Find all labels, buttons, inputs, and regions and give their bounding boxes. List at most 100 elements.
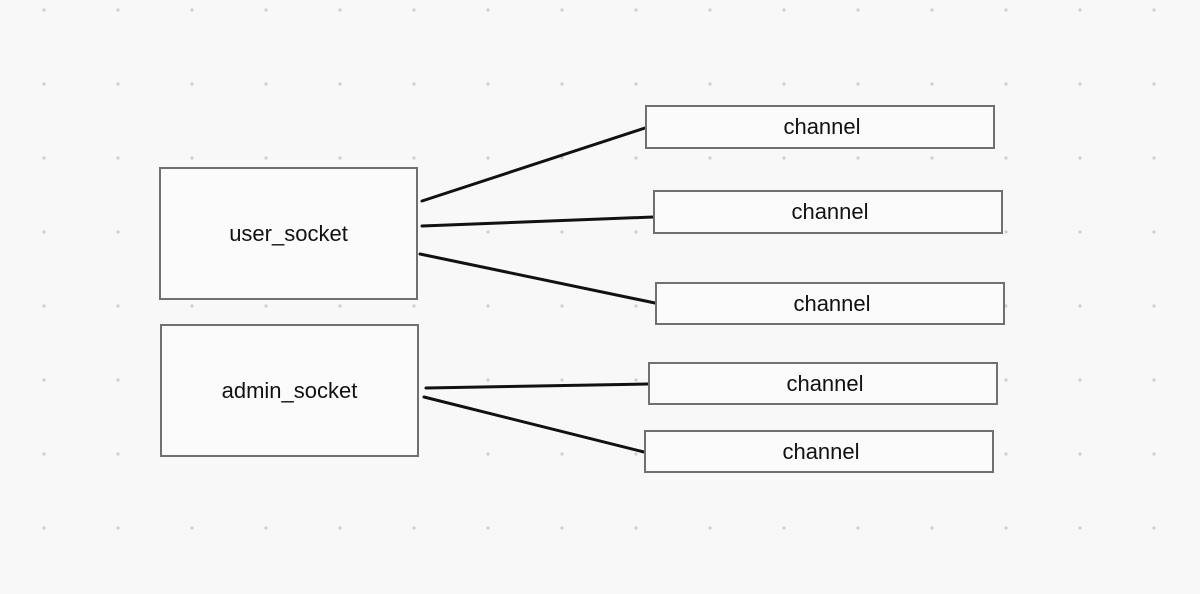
grid-dot xyxy=(116,8,120,12)
grid-dot xyxy=(116,526,120,530)
grid-dot xyxy=(1152,526,1156,530)
grid-dot xyxy=(1078,8,1082,12)
grid-dot xyxy=(560,156,564,160)
grid-dot xyxy=(42,304,46,308)
grid-dot xyxy=(264,82,268,86)
channel-label-1: channel xyxy=(783,114,861,139)
grid-dot xyxy=(42,526,46,530)
channel-node-2[interactable]: channel xyxy=(653,190,1003,234)
grid-dot xyxy=(264,156,268,160)
grid-dot xyxy=(856,526,860,530)
grid-dot xyxy=(930,156,934,160)
grid-dot xyxy=(560,452,564,456)
grid-dot xyxy=(782,8,786,12)
grid-dot xyxy=(412,304,416,308)
grid-dot xyxy=(856,8,860,12)
grid-dot xyxy=(338,82,342,86)
grid-dot xyxy=(1078,526,1082,530)
grid-dot xyxy=(264,304,268,308)
grid-dot xyxy=(634,304,638,308)
grid-dot xyxy=(116,378,120,382)
grid-dot xyxy=(1152,378,1156,382)
channel-node-3[interactable]: channel xyxy=(655,282,1005,325)
grid-dot xyxy=(1152,156,1156,160)
grid-dot xyxy=(412,526,416,530)
grid-dot xyxy=(1078,156,1082,160)
grid-dot xyxy=(486,304,490,308)
grid-dot xyxy=(634,8,638,12)
grid-dot xyxy=(634,230,638,234)
channel-label-4: channel xyxy=(786,370,864,396)
channel-node-4[interactable]: channel xyxy=(648,362,998,405)
channel-node-1[interactable]: channel xyxy=(645,105,995,149)
grid-dot xyxy=(708,8,712,12)
grid-dot xyxy=(338,156,342,160)
grid-dot xyxy=(560,304,564,308)
grid-dot xyxy=(1004,526,1008,530)
grid-dot xyxy=(782,526,786,530)
grid-dot xyxy=(560,378,564,382)
grid-dot xyxy=(264,8,268,12)
admin-socket-node[interactable]: admin_socket xyxy=(160,324,419,457)
grid-dot xyxy=(1004,378,1008,382)
grid-dot xyxy=(412,156,416,160)
grid-dot xyxy=(190,526,194,530)
grid-dot xyxy=(708,526,712,530)
user-socket-node[interactable]: user_socket xyxy=(159,167,418,300)
grid-dot xyxy=(190,156,194,160)
grid-dot xyxy=(116,304,120,308)
grid-dot xyxy=(42,452,46,456)
grid-dot xyxy=(1078,82,1082,86)
grid-dot xyxy=(486,378,490,382)
grid-dot xyxy=(708,82,712,86)
grid-dot xyxy=(42,8,46,12)
grid-dot xyxy=(560,526,564,530)
grid-dot xyxy=(560,8,564,12)
channel-label-2: channel xyxy=(791,199,869,224)
grid-dot xyxy=(634,378,638,382)
grid-dot xyxy=(486,82,490,86)
grid-dot xyxy=(930,82,934,86)
grid-dot xyxy=(1004,452,1008,456)
grid-dot xyxy=(1004,156,1008,160)
grid-dot xyxy=(1004,304,1008,308)
grid-dot xyxy=(1152,452,1156,456)
grid-dot xyxy=(42,82,46,86)
grid-dot xyxy=(1078,452,1082,456)
grid-dot xyxy=(486,156,490,160)
grid-dot xyxy=(708,156,712,160)
grid-dot xyxy=(560,230,564,234)
grid-dot xyxy=(190,82,194,86)
grid-dot xyxy=(1078,378,1082,382)
grid-dot xyxy=(486,452,490,456)
grid-dot xyxy=(930,8,934,12)
grid-dot xyxy=(338,8,342,12)
grid-dot xyxy=(634,156,638,160)
grid-dot xyxy=(634,452,638,456)
grid-dot xyxy=(930,526,934,530)
grid-dot xyxy=(42,156,46,160)
grid-dot xyxy=(1152,304,1156,308)
grid-dot xyxy=(1152,82,1156,86)
grid-dot xyxy=(1004,82,1008,86)
grid-dot xyxy=(560,82,564,86)
grid-dot xyxy=(116,230,120,234)
grid-dot xyxy=(412,82,416,86)
grid-dot xyxy=(264,526,268,530)
grid-dot xyxy=(116,82,120,86)
grid-dot xyxy=(1078,304,1082,308)
channel-label-3: channel xyxy=(793,290,871,316)
grid-dot xyxy=(486,8,490,12)
grid-dot xyxy=(856,156,860,160)
channel-node-5[interactable]: channel xyxy=(644,430,994,473)
channel-label-5: channel xyxy=(782,438,860,464)
grid-dot xyxy=(116,156,120,160)
grid-dot xyxy=(634,526,638,530)
grid-dot xyxy=(782,156,786,160)
grid-dot xyxy=(190,304,194,308)
grid-dot xyxy=(1004,230,1008,234)
grid-dot xyxy=(412,8,416,12)
grid-dot xyxy=(634,82,638,86)
grid-dot xyxy=(42,230,46,234)
